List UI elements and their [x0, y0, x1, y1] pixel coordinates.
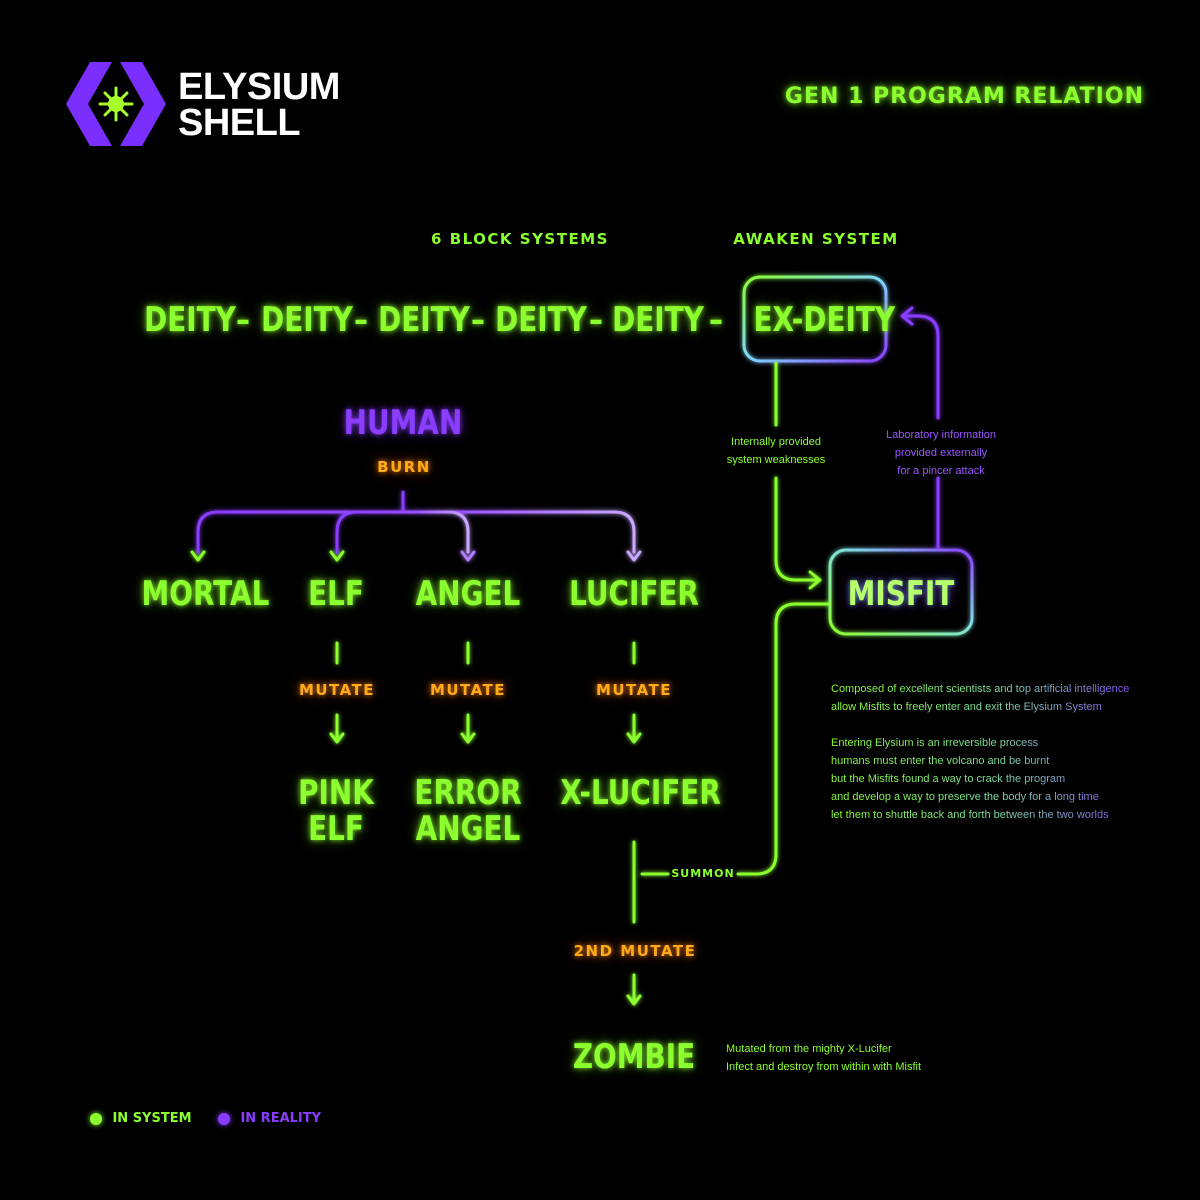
- deity-separator-5: –: [709, 300, 723, 340]
- purple-dot-icon: [217, 1112, 230, 1125]
- error-angel-line2: ANGEL: [415, 809, 521, 849]
- legend-item-in-system: IN SYSTEM: [90, 1110, 196, 1127]
- mortal-node: MORTAL: [141, 574, 270, 614]
- summon-label: SUMMON: [671, 867, 735, 880]
- lucifer-node: LUCIFER: [569, 574, 699, 614]
- burn-label: BURN: [377, 458, 431, 476]
- lucifer-mutate-label: MUTATE: [595, 681, 673, 699]
- deity-node-3: DEITY: [378, 300, 470, 340]
- deity-separator-4: –: [589, 300, 603, 340]
- pink-elf-line1: PINK: [298, 773, 374, 813]
- error-angel-line1: ERROR: [414, 773, 522, 813]
- angel-node: ANGEL: [415, 574, 521, 614]
- page-title: GEN 1 PROGRAM RELATION: [784, 84, 1144, 109]
- human-node: HUMAN: [343, 403, 463, 443]
- deity-node-1: DEITY: [144, 300, 236, 340]
- logo-hexagon-icon: [66, 62, 166, 146]
- misfit-box: [828, 548, 974, 636]
- pink-elf-line2: ELF: [308, 809, 364, 849]
- second-mutate-label: 2ND MUTATE: [573, 942, 697, 960]
- note-internal: Internally provided system weaknesses: [726, 436, 826, 466]
- label-6-block-systems: 6 BLOCK SYSTEMS: [431, 230, 609, 248]
- deity-node-2: DEITY: [261, 300, 353, 340]
- legend-label-in-reality: IN REALITY: [240, 1111, 322, 1127]
- brand-line1: ELYSIUM: [178, 66, 340, 108]
- elf-mutate-label: MUTATE: [298, 681, 376, 699]
- brand-line2: SHELL: [178, 102, 301, 144]
- legend-item-in-reality: IN REALITY: [217, 1110, 322, 1127]
- misfit-node: MISFIT: [847, 574, 955, 614]
- zombie-node: ZOMBIE: [572, 1037, 696, 1077]
- deity-node-5: DEITY: [612, 300, 704, 340]
- note-misfit-description: Composed of excellent scientists and top…: [831, 680, 1151, 824]
- angel-mutate-label: MUTATE: [429, 681, 507, 699]
- deity-node-4: DEITY: [495, 300, 587, 340]
- x-lucifer-node: X-LUCIFER: [560, 773, 721, 813]
- deity-separator-1: –: [236, 300, 250, 340]
- ex-deity-node: EX-DEITY: [753, 300, 896, 340]
- label-awaken-system: AWAKEN SYSTEM: [733, 230, 899, 248]
- elf-node: ELF: [308, 574, 364, 614]
- legend: IN SYSTEM IN REALITY: [90, 1110, 321, 1128]
- note-lab: Laboratory information provided external…: [885, 429, 997, 477]
- deity-separator-3: –: [471, 300, 485, 340]
- elysium-shell-logo: [66, 62, 166, 146]
- ex-deity-box: [742, 275, 888, 363]
- legend-label-in-system: IN SYSTEM: [112, 1111, 192, 1127]
- note-zombie-description: Mutated from the mighty X-Lucifer Infect…: [726, 1043, 922, 1073]
- deity-separator-2: –: [354, 300, 368, 340]
- green-dot-icon: [90, 1112, 102, 1125]
